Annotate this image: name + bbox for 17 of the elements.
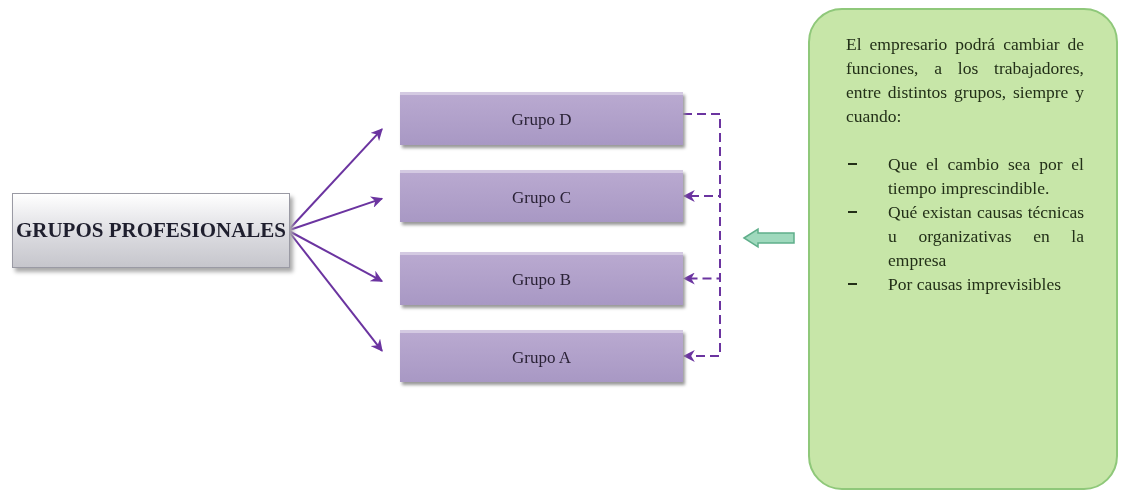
note-box	[808, 8, 1118, 490]
node-label: Grupo C	[512, 187, 571, 208]
note-text: El empresario podrá cambiar de funciones, a los trabajadores, entre distintos grupos, siempre y cuando:	[846, 33, 1084, 128]
group-box	[400, 252, 683, 305]
category-box	[12, 193, 290, 268]
bullet-text: Que el cambio sea por el tiempo imprescindible.	[888, 153, 1084, 200]
bullet-text: Qué existan causas técnicas u organizativas en la empresa	[888, 201, 1084, 272]
node-label: Grupo B	[512, 270, 571, 290]
group-box	[400, 92, 683, 145]
node-label: GRUPOS PROFESIONALES	[15, 217, 287, 244]
node-label: Grupo A	[512, 347, 571, 368]
group-box	[400, 330, 683, 382]
block-arrow	[742, 227, 795, 249]
group-box	[400, 170, 683, 222]
node-label: Grupo D	[511, 110, 572, 130]
dashed-connector	[682, 113, 721, 362]
bullet-text: Por causas imprevisibles	[888, 273, 1063, 296]
